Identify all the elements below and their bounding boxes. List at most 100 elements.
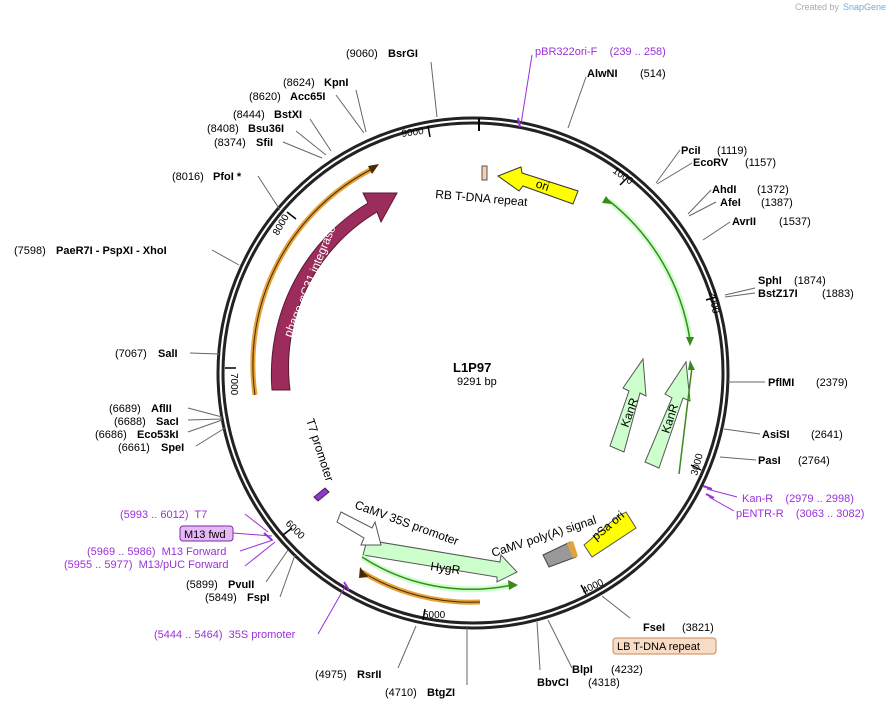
tick-9000: 9000 xyxy=(401,126,425,140)
primer-pentr-label[interactable]: pENTR-R (3063 .. 3082) xyxy=(736,508,864,520)
tick-2000: 2000 xyxy=(706,291,721,315)
pflmi-pos: (2379) xyxy=(816,377,848,389)
primer-pbr322-label[interactable]: pBR322ori-F (239 .. 258) xyxy=(535,46,666,58)
p35s-arrow[interactable] xyxy=(336,511,382,546)
plasmid-size: 9291 bp xyxy=(457,376,497,388)
bstz17i-pos: (1883) xyxy=(822,288,854,300)
bbvci-name[interactable]: BbvCI xyxy=(537,677,569,689)
t7-promoter-label: T7 promoter xyxy=(303,417,337,483)
ecorv-pos: (1157) xyxy=(745,157,776,169)
primer-m13-fwd-box[interactable] xyxy=(179,525,234,542)
integrase-arrow[interactable] xyxy=(270,192,398,391)
sali-name[interactable]: SalI xyxy=(158,348,178,360)
plasmid-name: L1P97 xyxy=(453,360,491,375)
fspi-name[interactable]: FspI xyxy=(247,592,270,604)
polya-accent xyxy=(567,541,578,558)
bstxi-name[interactable]: BstXI xyxy=(274,109,302,121)
pfoi-name[interactable]: PfoI * xyxy=(213,171,242,183)
hygr-arrow[interactable] xyxy=(362,539,518,583)
kanr-inner-arrow[interactable] xyxy=(609,357,647,453)
avrii-name[interactable]: AvrII xyxy=(732,216,756,228)
bstz17i-name[interactable]: BstZ17I xyxy=(758,288,798,300)
saci-name[interactable]: SacI xyxy=(156,416,179,428)
pfoi-pos: (8016) xyxy=(172,171,204,183)
eco53ki-name[interactable]: Eco53kI xyxy=(137,429,179,441)
bsrgi-name[interactable]: BsrGI xyxy=(388,48,418,60)
primer-35s-label[interactable]: (5444 .. 5464) 35S promoter xyxy=(154,629,296,641)
pflmi-name[interactable]: PflMI xyxy=(768,377,794,389)
primer-kanr-label[interactable]: Kan-R (2979 .. 2998) xyxy=(742,493,854,505)
bstxi-pos: (8444) xyxy=(233,109,265,121)
lb-tdna-box[interactable] xyxy=(612,637,717,655)
spei-pos: (6661) xyxy=(118,442,150,454)
tick-marks xyxy=(225,125,717,621)
acc65i-name[interactable]: Acc65I xyxy=(290,91,325,103)
btgzi-pos: (4710) xyxy=(385,687,417,699)
bsrgi-pos: (9060) xyxy=(346,48,378,60)
pcii-name[interactable]: PciI xyxy=(681,145,701,157)
psa-ori-box[interactable] xyxy=(583,511,637,558)
orf-green-right xyxy=(607,199,691,341)
bsu36i-pos: (8408) xyxy=(207,123,239,135)
spei-name[interactable]: SpeI xyxy=(161,442,184,454)
kanr-outer-label: KanR xyxy=(659,402,682,435)
polya-label: CaMV poly(A) signal xyxy=(490,513,598,560)
paer7i-pos: (7598) xyxy=(14,245,46,257)
orf-green-bottom-head xyxy=(508,580,518,590)
polya-box[interactable] xyxy=(542,541,577,568)
paer7i-name[interactable]: PaeR7I - PspXI - XhoI xyxy=(56,245,167,257)
ecorv-name[interactable]: EcoRV xyxy=(693,157,729,169)
pvuii-pos: (5899) xyxy=(186,579,218,591)
tick-1000: 1000 xyxy=(610,165,635,187)
aflii-pos: (6689) xyxy=(109,403,141,415)
rb-tdna-label: RB T-DNA repeat xyxy=(435,187,529,209)
orf-orange-left-head xyxy=(368,164,379,174)
aflii-name[interactable]: AflII xyxy=(151,403,172,415)
pvuii-name[interactable]: PvuII xyxy=(228,579,254,591)
ahdi-name[interactable]: AhdI xyxy=(712,184,736,196)
eco53ki-pos: (6686) xyxy=(95,429,127,441)
rsrii-pos: (4975) xyxy=(315,669,347,681)
pasi-pos: (2764) xyxy=(798,455,830,467)
orf-green-right-tail xyxy=(602,196,612,204)
credit-prefix: Created by xyxy=(795,2,840,12)
primer-t7-label[interactable]: (5993 .. 6012) T7 xyxy=(120,509,207,521)
backbone-outer xyxy=(216,116,730,630)
ahdi-pos: (1372) xyxy=(757,184,789,196)
kpni-name[interactable]: KpnI xyxy=(324,77,348,89)
kanr-outer-arrow[interactable] xyxy=(644,360,691,469)
btgzi-name[interactable]: BtgZI xyxy=(427,687,455,699)
alwni-name[interactable]: AlwNI xyxy=(587,68,618,80)
bsu36i-name[interactable]: Bsu36I xyxy=(248,123,284,135)
sphi-name[interactable]: SphI xyxy=(758,275,782,287)
ori-label: ori xyxy=(534,177,551,194)
t7-promoter-mark[interactable] xyxy=(313,487,330,502)
blpi-name[interactable]: BlpI xyxy=(572,664,593,676)
blpi-pos: (4232) xyxy=(611,664,643,676)
rb-tdna-box[interactable] xyxy=(481,165,488,181)
kpni-pos: (8624) xyxy=(283,77,315,89)
tick-8000: 8000 xyxy=(271,212,292,237)
primer-m13forward-label[interactable]: (5969 .. 5986) M13 Forward xyxy=(87,546,226,558)
primer-m13-fwd-label: M13 fwd xyxy=(184,529,226,541)
sali-pos: (7067) xyxy=(115,348,147,360)
afei-name[interactable]: AfeI xyxy=(720,197,741,209)
sfii-pos: (8374) xyxy=(214,137,246,149)
primer-m13puc-label[interactable]: (5955 .. 5977) M13/pUC Forward xyxy=(64,559,228,571)
orf-green-right-head xyxy=(686,337,694,346)
snapgene-logo: SnapGene xyxy=(843,2,886,12)
afei-pos: (1387) xyxy=(761,197,793,209)
asisi-name[interactable]: AsiSI xyxy=(762,429,790,441)
rsrii-name[interactable]: RsrII xyxy=(357,669,381,681)
orf-orange-bottom-core xyxy=(361,571,481,603)
tick-7000: 7000 xyxy=(228,373,239,396)
orf-orange-left-core xyxy=(252,167,375,396)
primer-leaders xyxy=(232,54,738,635)
ori-arrow[interactable] xyxy=(496,166,579,205)
bbvci-pos: (4318) xyxy=(588,677,620,689)
avrii-pos: (1537) xyxy=(779,216,811,228)
fsei-name[interactable]: FseI xyxy=(643,622,665,634)
sfii-name[interactable]: SfiI xyxy=(256,137,273,149)
pasi-name[interactable]: PasI xyxy=(758,455,781,467)
